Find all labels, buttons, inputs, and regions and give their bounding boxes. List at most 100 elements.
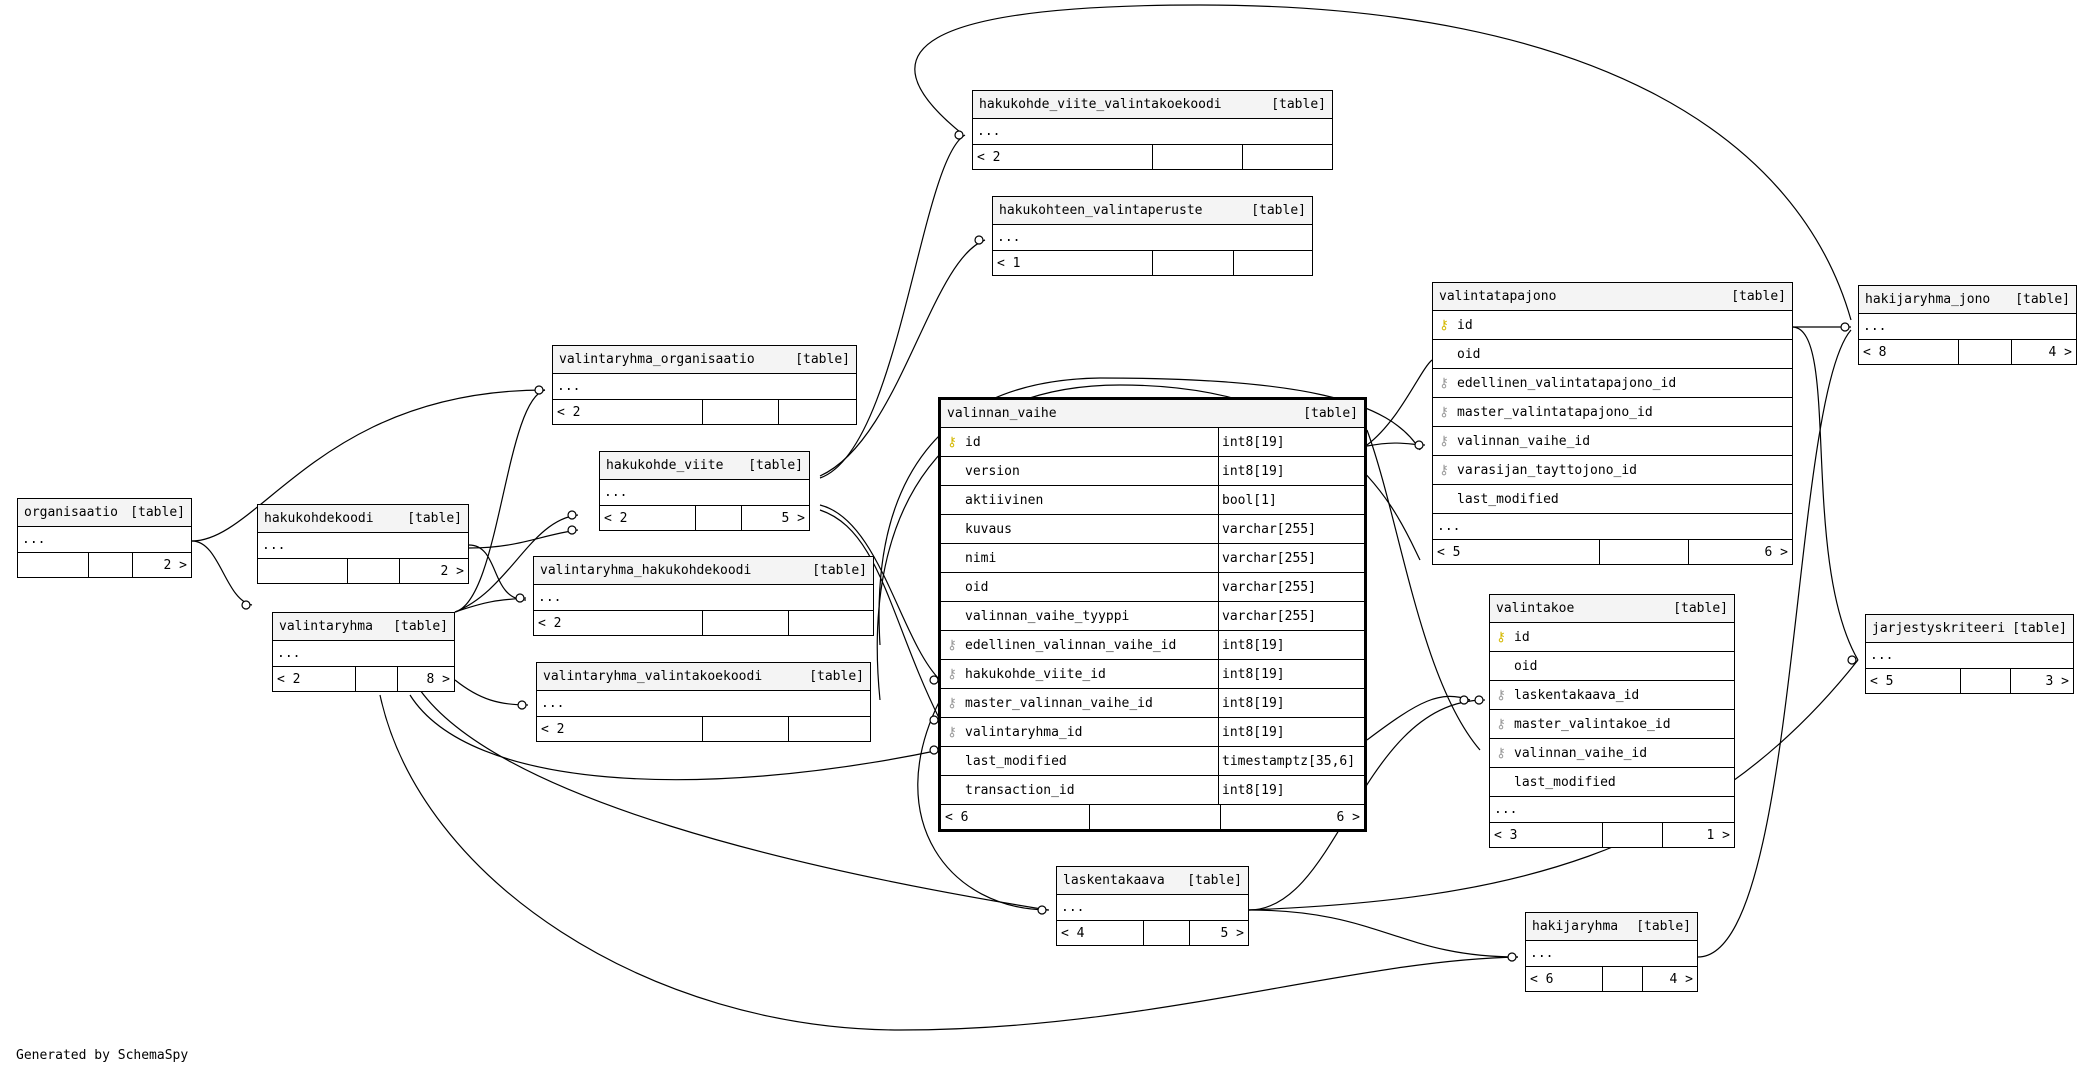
column-row[interactable]: last_modified bbox=[1490, 768, 1734, 797]
primary-key-icon: ⚷ bbox=[1496, 629, 1506, 645]
footer-spacer bbox=[1152, 145, 1242, 169]
table-header: hakukohde_viite_valintakoekoodi [table] bbox=[973, 91, 1332, 119]
primary-key-icon: ⚷ bbox=[1439, 317, 1449, 333]
table-hakijaryhma[interactable]: hakijaryhma [table] ... < 6 4 > bbox=[1525, 912, 1698, 992]
child-count[interactable] bbox=[1242, 145, 1332, 169]
column-row[interactable]: ⚷id bbox=[1490, 623, 1734, 652]
crowfoot-marker bbox=[567, 525, 577, 535]
ellipsis-row: ... bbox=[18, 527, 191, 553]
table-hakukohde-viite-valintakoekoodi[interactable]: hakukohde_viite_valintakoekoodi [table] … bbox=[972, 90, 1333, 170]
column-row[interactable]: ⚷edellinen_valintatapajono_id bbox=[1433, 369, 1792, 398]
child-count[interactable]: 5 > bbox=[1189, 921, 1248, 945]
parent-count[interactable] bbox=[258, 559, 347, 583]
column-row[interactable]: last_modified bbox=[1433, 485, 1792, 514]
table-hakukohteen-valintaperuste[interactable]: hakukohteen_valintaperuste [table] ... <… bbox=[992, 196, 1313, 276]
parent-count[interactable]: < 2 bbox=[538, 615, 562, 631]
child-count[interactable] bbox=[1233, 251, 1312, 275]
parent-count[interactable]: < 5 bbox=[1437, 544, 1461, 560]
footer-spacer bbox=[1599, 540, 1688, 564]
column-row[interactable]: ⚷master_valintatapajono_id bbox=[1433, 398, 1792, 427]
parent-count[interactable]: < 2 bbox=[541, 721, 565, 737]
parent-count[interactable]: < 5 bbox=[1870, 673, 1894, 689]
column-row[interactable]: ⚷valinnan_vaihe_id bbox=[1433, 427, 1792, 456]
table-valintaryhma-organisaatio[interactable]: valintaryhma_organisaatio [table] ... < … bbox=[552, 345, 857, 425]
child-count[interactable]: 6 > bbox=[1220, 805, 1364, 829]
table-name: valintatapajono bbox=[1439, 289, 1557, 304]
child-count[interactable]: 2 > bbox=[132, 553, 191, 577]
child-count[interactable]: 1 > bbox=[1662, 823, 1734, 847]
table-footer: < 2 bbox=[553, 400, 856, 424]
table-valintaryhma-valintakoekoodi[interactable]: valintaryhma_valintakoekoodi [table] ...… bbox=[536, 662, 871, 742]
parent-count[interactable]: < 6 bbox=[945, 809, 969, 825]
table-name: valintaryhma_valintakoekoodi bbox=[543, 669, 763, 684]
parent-count[interactable]: < 8 bbox=[1863, 344, 1887, 360]
child-count[interactable]: 4 > bbox=[1642, 967, 1697, 991]
table-hakukohdekoodi[interactable]: hakukohdekoodi [table] ... 2 > bbox=[257, 504, 469, 584]
table-organisaatio[interactable]: organisaatio [table] ... 2 > bbox=[17, 498, 192, 578]
column-type: int8[19] bbox=[1218, 689, 1364, 717]
child-count[interactable]: 8 > bbox=[397, 667, 454, 691]
child-count[interactable]: 5 > bbox=[741, 506, 809, 530]
column-row[interactable]: ⚷valinnan_vaihe_id bbox=[1490, 739, 1734, 768]
table-name: hakijaryhma_jono bbox=[1865, 292, 1991, 307]
crowfoot-marker bbox=[241, 600, 251, 610]
column-row[interactable]: ⚷laskentakaava_id bbox=[1490, 681, 1734, 710]
parent-count[interactable]: < 2 bbox=[277, 671, 301, 687]
child-count[interactable]: 4 > bbox=[2011, 340, 2076, 364]
table-valintaryhma-hakukohdekoodi[interactable]: valintaryhma_hakukohdekoodi [table] ... … bbox=[533, 556, 874, 636]
table-header: valintaryhma [table] bbox=[273, 613, 454, 641]
edge-hakukohdekoodi-hakukohde-viite bbox=[468, 529, 579, 549]
child-count[interactable] bbox=[778, 400, 856, 424]
column-row[interactable]: oid bbox=[1433, 340, 1792, 369]
child-count[interactable]: 6 > bbox=[1688, 540, 1792, 564]
column-row[interactable]: ⚷varasijan_tayttojono_id bbox=[1433, 456, 1792, 485]
table-valintaryhma[interactable]: valintaryhma [table] ... < 2 8 > bbox=[272, 612, 455, 692]
table-kind: [table] bbox=[130, 505, 185, 520]
parent-count[interactable]: < 2 bbox=[977, 149, 1001, 165]
parent-count[interactable]: < 2 bbox=[557, 404, 581, 420]
table-footer: < 8 4 > bbox=[1859, 340, 2076, 364]
table-kind: [table] bbox=[2015, 292, 2070, 307]
column-name: master_valintatapajono_id bbox=[1457, 404, 1653, 420]
child-count[interactable] bbox=[788, 611, 873, 635]
column-type: int8[19] bbox=[1218, 428, 1364, 456]
parent-count[interactable]: < 1 bbox=[997, 255, 1021, 271]
table-jarjestyskriteeri[interactable]: jarjestyskriteeri [table] ... < 5 3 > bbox=[1865, 614, 2074, 694]
column-name: id bbox=[965, 434, 981, 450]
child-count[interactable]: 2 > bbox=[399, 559, 468, 583]
column-row[interactable]: oid bbox=[1490, 652, 1734, 681]
child-count[interactable]: 3 > bbox=[2010, 669, 2073, 693]
parent-count[interactable]: < 4 bbox=[1061, 925, 1085, 941]
parent-count[interactable] bbox=[18, 553, 88, 577]
parent-count[interactable]: < 6 bbox=[1530, 971, 1554, 987]
table-laskentakaava[interactable]: laskentakaava [table] ... < 4 5 > bbox=[1056, 866, 1249, 946]
column-type: int8[19] bbox=[1218, 718, 1364, 746]
child-count[interactable] bbox=[788, 717, 870, 741]
foreign-key-icon: ⚷ bbox=[947, 695, 957, 711]
table-hakijaryhma-jono[interactable]: hakijaryhma_jono [table] ... < 8 4 > bbox=[1858, 285, 2077, 365]
parent-count[interactable]: < 2 bbox=[604, 510, 628, 526]
table-hakukohde-viite[interactable]: hakukohde_viite [table] ... < 2 5 > bbox=[599, 451, 810, 531]
column-row[interactable]: ⚷master_valintakoe_id bbox=[1490, 710, 1734, 739]
table-footer: < 2 8 > bbox=[273, 667, 454, 691]
column-row[interactable]: ⚷id bbox=[1433, 311, 1792, 340]
parent-count[interactable]: < 3 bbox=[1494, 827, 1518, 843]
